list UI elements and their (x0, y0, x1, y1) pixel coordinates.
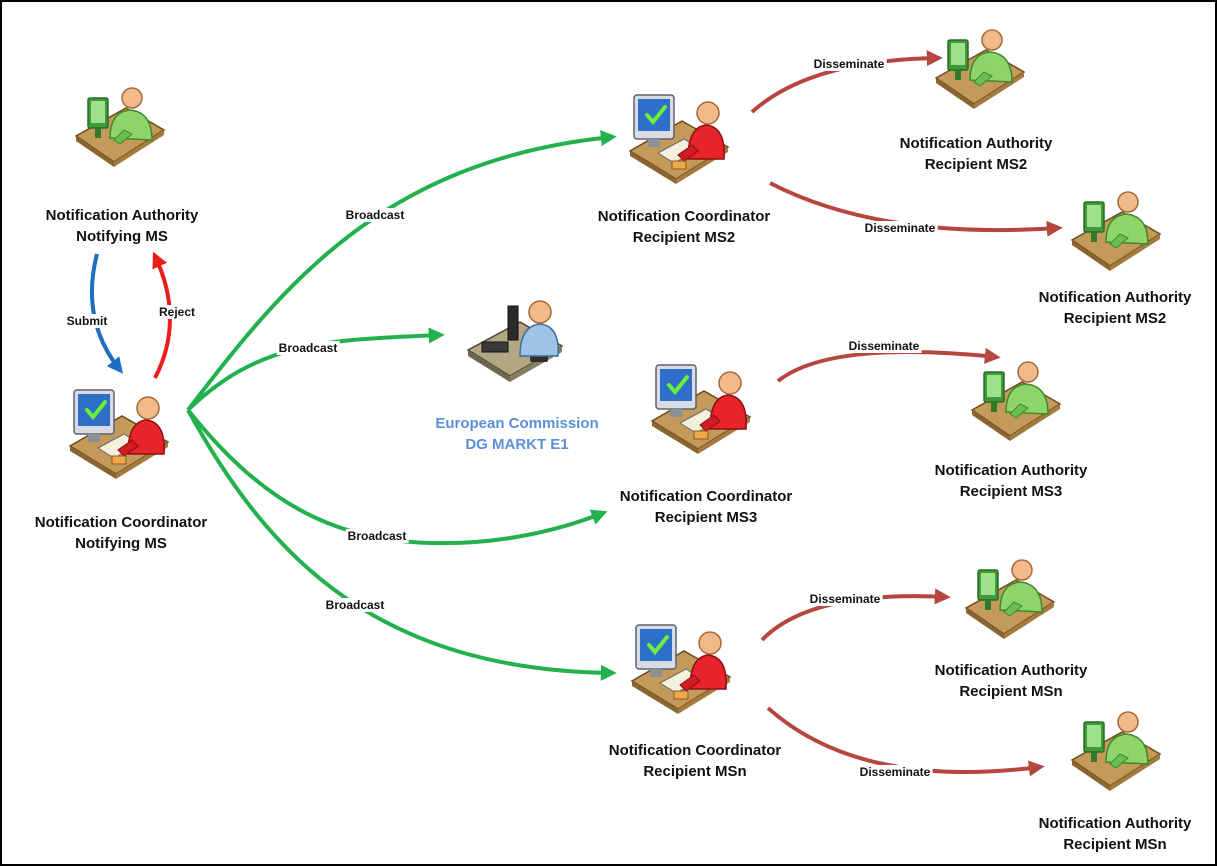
node-title: Notification Authority (934, 462, 1088, 479)
node-coordinator-ms3: Notification Coordinator Recipient MS3 (620, 486, 793, 528)
green-user-workstation-icon (75, 87, 165, 168)
node-subtitle: Recipient MS2 (924, 156, 1028, 173)
edge-label-disseminate-ms2-a: Disseminate (811, 57, 887, 71)
node-coordinator-msn: Notification Coordinator Recipient MSn (609, 740, 782, 782)
node-title: Notification Authority (45, 207, 199, 224)
node-subtitle: Recipient MS3 (654, 509, 758, 526)
node-title: Notification Coordinator (608, 742, 782, 759)
node-subtitle: Recipient MS2 (632, 229, 736, 246)
disseminate-arrow-ms2-a (750, 50, 943, 114)
edge-label-disseminate-ms3: Disseminate (846, 339, 922, 353)
node-subtitle: Recipient MSn (959, 683, 1063, 700)
node-title: Notification Authority (934, 662, 1088, 679)
node-coordinator-notifying: Notification Coordinator Notifying MS (35, 512, 208, 554)
green-user-workstation-icon (1071, 191, 1161, 272)
red-user-checklist-workstation-icon (630, 623, 732, 716)
broadcast-arrow-ms2 (186, 130, 617, 412)
edge-label-reject: Reject (156, 305, 198, 319)
node-subtitle: Recipient MSn (643, 763, 747, 780)
node-title: Notification Coordinator (597, 208, 771, 225)
node-authority-ms2-b: Notification Authority Recipient MS2 (1039, 287, 1192, 329)
node-coordinator-ms2: Notification Coordinator Recipient MS2 (598, 206, 771, 248)
edge-label-disseminate-msn-a: Disseminate (807, 592, 883, 606)
node-subtitle: Notifying MS (76, 228, 168, 245)
node-title: Notification Authority (1038, 815, 1192, 832)
node-title: Notification Coordinator (34, 514, 208, 531)
red-user-checklist-workstation-icon (650, 363, 752, 456)
red-user-checklist-workstation-icon (628, 93, 730, 186)
node-subtitle: Recipient MS3 (959, 483, 1063, 500)
edge-label-disseminate-ms2-b: Disseminate (862, 221, 938, 235)
green-user-workstation-icon (935, 29, 1025, 110)
edge-label-disseminate-msn-b: Disseminate (857, 765, 933, 779)
submit-arrow (90, 253, 123, 374)
edge-label-broadcast-ec: Broadcast (276, 341, 340, 355)
disseminate-arrow-ms3 (776, 347, 1001, 383)
node-subtitle: Notifying MS (75, 535, 167, 552)
red-user-checklist-workstation-icon (68, 388, 170, 481)
node-title: Notification Authority (1038, 289, 1192, 306)
node-title: European Commission (435, 415, 599, 432)
broadcast-arrow-msn (186, 409, 617, 681)
node-title: Notification Authority (899, 135, 1053, 152)
green-user-workstation-icon (1071, 711, 1161, 792)
broadcast-arrow-ms3 (186, 408, 608, 546)
edge-label-broadcast-ms3: Broadcast (345, 529, 409, 543)
node-authority-notifying: Notification Authority Notifying MS (46, 205, 199, 247)
node-authority-ms2-a: Notification Authority Recipient MS2 (900, 133, 1053, 175)
blue-user-desk-workstation-icon (467, 300, 563, 383)
edge-label-broadcast-ms2: Broadcast (343, 208, 407, 222)
edge-label-submit: Submit (64, 314, 110, 328)
node-commission: European Commission DG MARKT E1 (435, 413, 598, 455)
node-title: Notification Coordinator (619, 488, 793, 505)
node-subtitle: Recipient MS2 (1063, 310, 1167, 327)
node-authority-msn-b: Notification Authority Recipient MSn (1039, 813, 1192, 855)
disseminate-arrow-msn-b (766, 706, 1045, 777)
node-subtitle: DG MARKT E1 (465, 436, 569, 453)
node-authority-msn-a: Notification Authority Recipient MSn (935, 660, 1088, 702)
node-subtitle: Recipient MSn (1063, 836, 1167, 853)
green-user-workstation-icon (971, 361, 1061, 442)
edge-label-broadcast-msn: Broadcast (323, 598, 387, 612)
node-authority-ms3: Notification Authority Recipient MS3 (935, 460, 1088, 502)
green-user-workstation-icon (965, 559, 1055, 640)
